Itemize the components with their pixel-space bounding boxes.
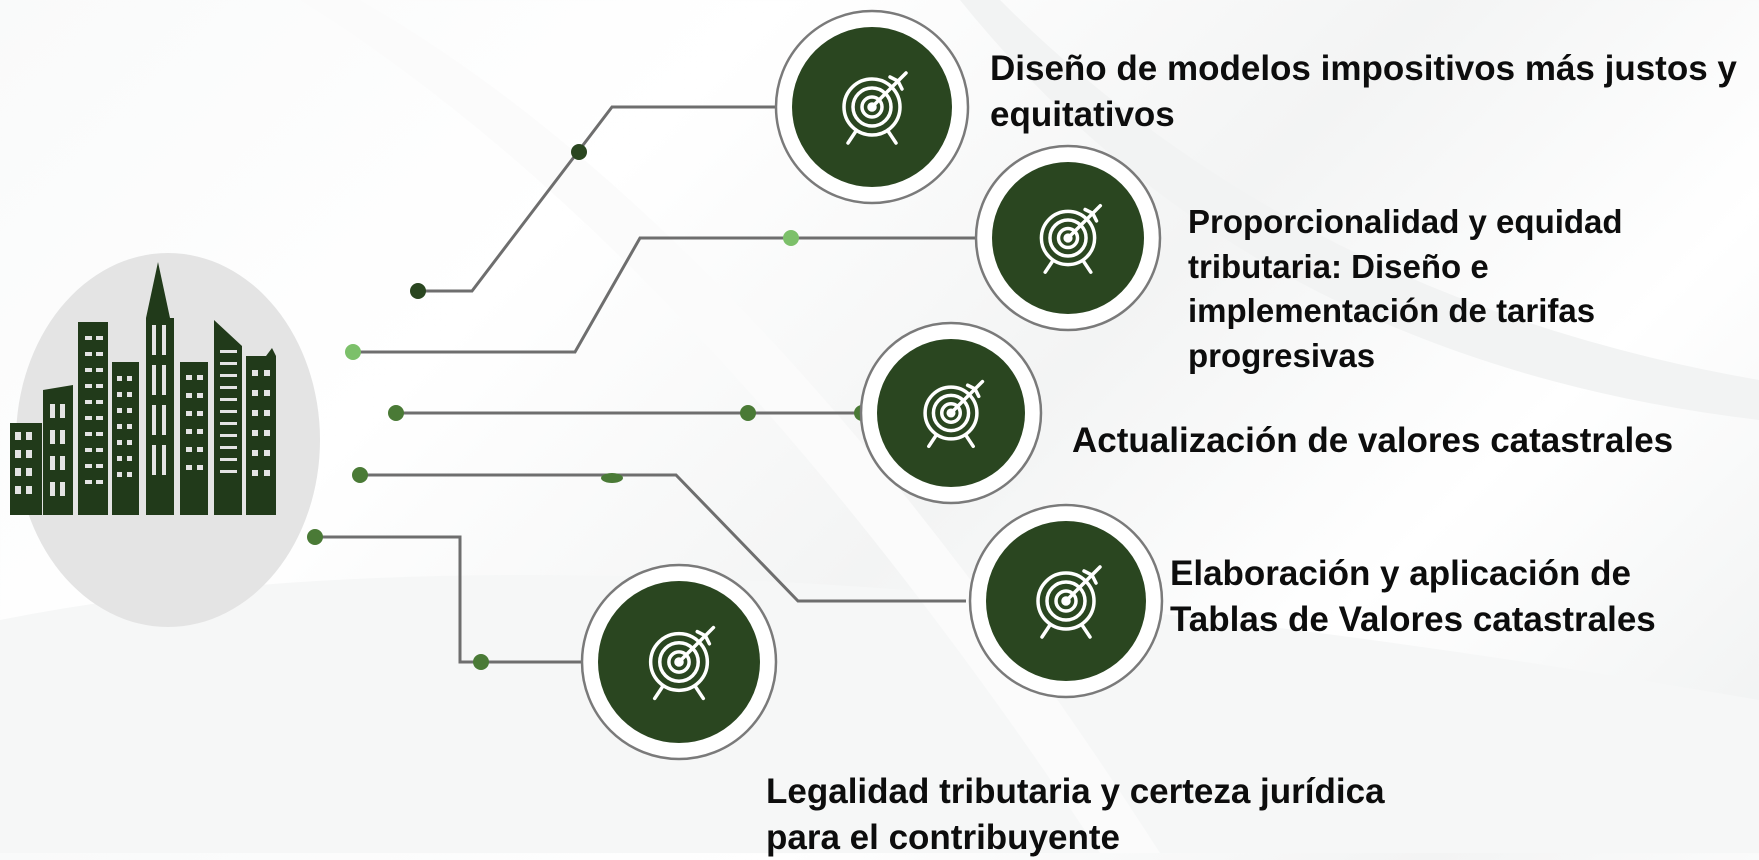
connector-1 xyxy=(418,105,784,293)
target-node-1 xyxy=(774,9,970,205)
target-node-5 xyxy=(580,563,778,761)
target-node-2 xyxy=(974,144,1162,332)
target-arrow-icon xyxy=(923,379,985,449)
connectors xyxy=(315,105,990,664)
node-dot xyxy=(740,405,756,421)
item-label-1: Diseño de modelos impositivos más justos… xyxy=(990,49,1737,134)
target-arrow-icon xyxy=(1039,203,1103,274)
connector-4 xyxy=(360,473,966,603)
target-arrow-icon xyxy=(1036,565,1102,639)
node-dot xyxy=(352,467,368,483)
target-node-3 xyxy=(859,321,1043,505)
item-label-3: Actualización de valores catastrales xyxy=(1072,421,1674,460)
target-node-4 xyxy=(968,503,1164,699)
node-dot xyxy=(783,230,799,246)
node-dot xyxy=(473,654,489,670)
node-dot xyxy=(345,344,361,360)
connector-2 xyxy=(353,236,990,354)
target-arrow-icon xyxy=(648,625,716,701)
item-label-2: Proporcionalidad y equidad tributaria: D… xyxy=(1188,203,1623,374)
target-arrow-icon xyxy=(842,71,908,145)
node-dot xyxy=(571,144,587,160)
target-nodes xyxy=(580,9,1164,761)
connector-dots xyxy=(307,99,870,670)
item-label-4: Elaboración y aplicación de Tablas de Va… xyxy=(1170,554,1656,639)
node-dot xyxy=(388,405,404,421)
node-dot xyxy=(601,473,623,483)
city-skyline-icon xyxy=(10,262,276,515)
item-label-5: Legalidad tributaria y certeza jurídica … xyxy=(766,772,1385,857)
hub xyxy=(10,253,320,627)
node-dot xyxy=(307,529,323,545)
connector-5 xyxy=(315,535,592,664)
node-dot xyxy=(410,283,426,299)
